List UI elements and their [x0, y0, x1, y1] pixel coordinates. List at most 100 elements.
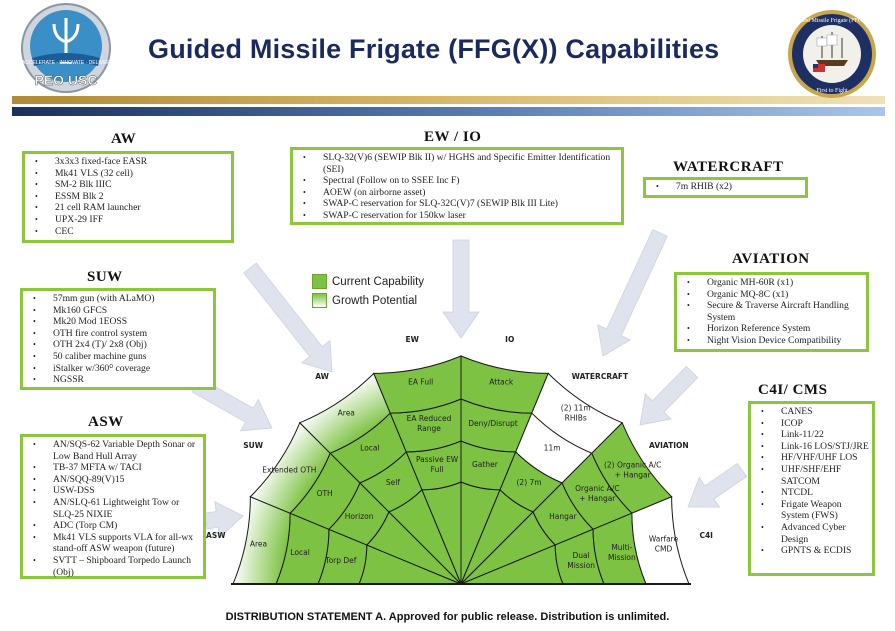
capability-item: OTH fire control system — [31, 328, 209, 340]
capability-item: ESSM Blk 2 — [33, 191, 227, 203]
capability-item: Frigate Weapon System (FWS) — [759, 499, 870, 522]
sector-cell-label: Hangar — [549, 512, 577, 521]
capability-item: ICOP — [759, 418, 870, 430]
capability-item: Mk41 VLS supports VLA for all-wx stand-o… — [31, 532, 199, 555]
capability-item: 7m RHIB (x2) — [654, 181, 801, 193]
capability-item: SVTT – Shipboard Torpedo Launch (Obj) — [31, 555, 199, 578]
capability-item: HF/VHF/UHF LOS — [759, 452, 870, 464]
aw-heading: AW — [111, 131, 137, 147]
sector-cell-label: EA Full — [408, 377, 433, 386]
sector-cell-label: Gather — [472, 460, 499, 469]
capability-item: GPNTS & ECDIS — [759, 545, 870, 557]
capability-item: Mk20 Mod 1EOSS — [31, 316, 209, 328]
sector-cell-label: Area — [338, 408, 355, 417]
capability-item: Mk41 VLS (32 cell) — [33, 168, 227, 180]
capability-item: 57mm gun (with ALaMO) — [31, 293, 209, 305]
capability-item: 50 caliber machine guns — [31, 351, 209, 363]
capability-item: NGSSR — [31, 374, 209, 386]
capability-item: AOEW (on airborne asset) — [301, 187, 617, 199]
sector-cell-aviation-3 — [591, 421, 673, 514]
sector-name-c4i: C4I — [699, 531, 713, 540]
sector-name-ew: EW — [406, 335, 420, 344]
suw-panel: 57mm gun (with ALaMO)Mk160 GFCSMk20 Mod … — [20, 288, 216, 390]
sector-cell-label: (2) Organic A/C+ Hangar — [604, 460, 661, 479]
asw-arrow-icon — [204, 500, 244, 539]
sector-cell-label: Deny/Disrupt — [468, 419, 517, 428]
sector-name-asw: ASW — [206, 531, 226, 540]
sector-cell-label: 11m — [544, 444, 561, 453]
capability-item: 21 cell RAM launcher — [33, 202, 227, 214]
sector-cell-label: Local — [360, 444, 379, 453]
sector-name-watercraft: WATERCRAFT — [572, 372, 629, 381]
legend-growth: Growth Potential — [312, 291, 424, 310]
legend-current-label: Current Capability — [332, 275, 425, 288]
sector-cell-label: Area — [250, 540, 267, 549]
aw-arrow-icon — [243, 262, 333, 373]
legend: Current Capability Growth Potential — [312, 272, 424, 310]
current-swatch — [312, 274, 327, 289]
page-title: Guided Missile Frigate (FFG(X)) Capabili… — [148, 34, 720, 64]
aviation-panel: Organic MH-60R (x1)Organic MQ-8C (x1)Sec… — [674, 272, 869, 352]
capability-item: Night Vision Device Compatibility — [685, 335, 862, 347]
capability-item: CEC — [33, 226, 227, 238]
c4i-heading: C4I/ CMS — [758, 382, 828, 398]
peo-usc-logo: ACCELERATE · INNOVATE · DELIVER PEO USC — [21, 3, 111, 93]
c4i-panel: CANESICOPLink-11/22Link-16 LOS/STJ/JREHF… — [748, 401, 875, 576]
capability-item: SLQ-32(V)6 (SEWIP Blk II) w/ HGHS and Sp… — [301, 152, 617, 175]
sector-name-suw: SUW — [243, 441, 263, 450]
asw-panel: AN/SQS-62 Variable Depth Sonar or Low Ba… — [20, 434, 206, 579]
capability-item: CANES — [759, 406, 870, 418]
asw-heading: ASW — [88, 414, 124, 430]
gold-header-bar — [12, 96, 885, 104]
suw-heading: SUW — [87, 269, 123, 285]
sector-cell-label: Attack — [489, 377, 514, 386]
sector-cell-aw-3 — [298, 372, 391, 454]
ewio-heading: EW / IO — [424, 129, 482, 145]
capability-item: Organic MH-60R (x1) — [685, 277, 862, 289]
ffg-seal-logo: Guided Missile Frigate (FFG 62) First to… — [788, 10, 876, 98]
sector-cell-label: (2) 7m — [517, 478, 542, 487]
legend-current: Current Capability — [312, 272, 424, 291]
watercraft-arrow-icon — [597, 229, 668, 357]
capability-item: ADC (Torp CM) — [31, 520, 199, 532]
blue-header-bar — [12, 107, 885, 116]
sector-cell-label: Horizon — [345, 512, 374, 521]
sector-cell-label: Local — [290, 548, 309, 557]
capability-item: iStalker w/360⁰ coverage — [31, 363, 209, 375]
ewio-arrow-icon — [442, 239, 480, 339]
sector-cell-io-3 — [460, 355, 550, 414]
watercraft-panel: 7m RHIB (x2) — [643, 177, 808, 198]
aviation-heading: AVIATION — [732, 251, 810, 267]
capability-item: AN/SLQ-61 Lightweight Tow or SLQ-25 NIXI… — [31, 497, 199, 520]
distribution-statement: DISTRIBUTION STATEMENT A. Approved for p… — [225, 611, 670, 623]
sector-cell-label: OTH — [317, 489, 333, 498]
svg-text:First to Fight: First to Fight — [816, 88, 848, 94]
sector-cell-watercraft-3 — [531, 372, 624, 454]
capability-item: SWAP-C reservation for SLQ-32C(V)7 (SEWI… — [301, 198, 617, 210]
capability-item: Horizon Reference System — [685, 323, 862, 335]
sector-name-aviation: AVIATION — [649, 441, 689, 450]
svg-text:ACCELERATE · INNOVATE · DELIVE: ACCELERATE · INNOVATE · DELIVER — [22, 60, 110, 66]
aw-panel: 3x3x3 fixed-face EASRMk41 VLS (32 cell)S… — [22, 151, 234, 243]
capability-item: OTH 2x4 (T)/ 2x8 (Obj) — [31, 339, 209, 351]
capability-item: AN/SQS-62 Variable Depth Sonar or Low Ba… — [31, 439, 199, 462]
capability-item: Link-16 LOS/STJ/JRE — [759, 441, 870, 453]
capability-item: SM-2 Blk IIIC — [33, 179, 227, 191]
capability-item: Spectral (Follow on to SSEE Inc F) — [301, 175, 617, 187]
capability-item: TB-37 MFTA w/ TACI — [31, 462, 199, 474]
capability-item: SWAP-C reservation for 150kw laser — [301, 210, 617, 222]
ewio-panel: SLQ-32(V)6 (SEWIP Blk II) w/ HGHS and Sp… — [290, 147, 624, 225]
capability-item: Link-11/22 — [759, 429, 870, 441]
capability-item: Mk160 GFCS — [31, 305, 209, 317]
sector-cell-label: Multi-Mission — [608, 543, 636, 562]
svg-text:PEO USC: PEO USC — [34, 72, 97, 88]
sector-cell-ew-3 — [372, 355, 462, 414]
capability-item: NTCDL — [759, 487, 870, 499]
legend-growth-label: Growth Potential — [332, 294, 418, 307]
